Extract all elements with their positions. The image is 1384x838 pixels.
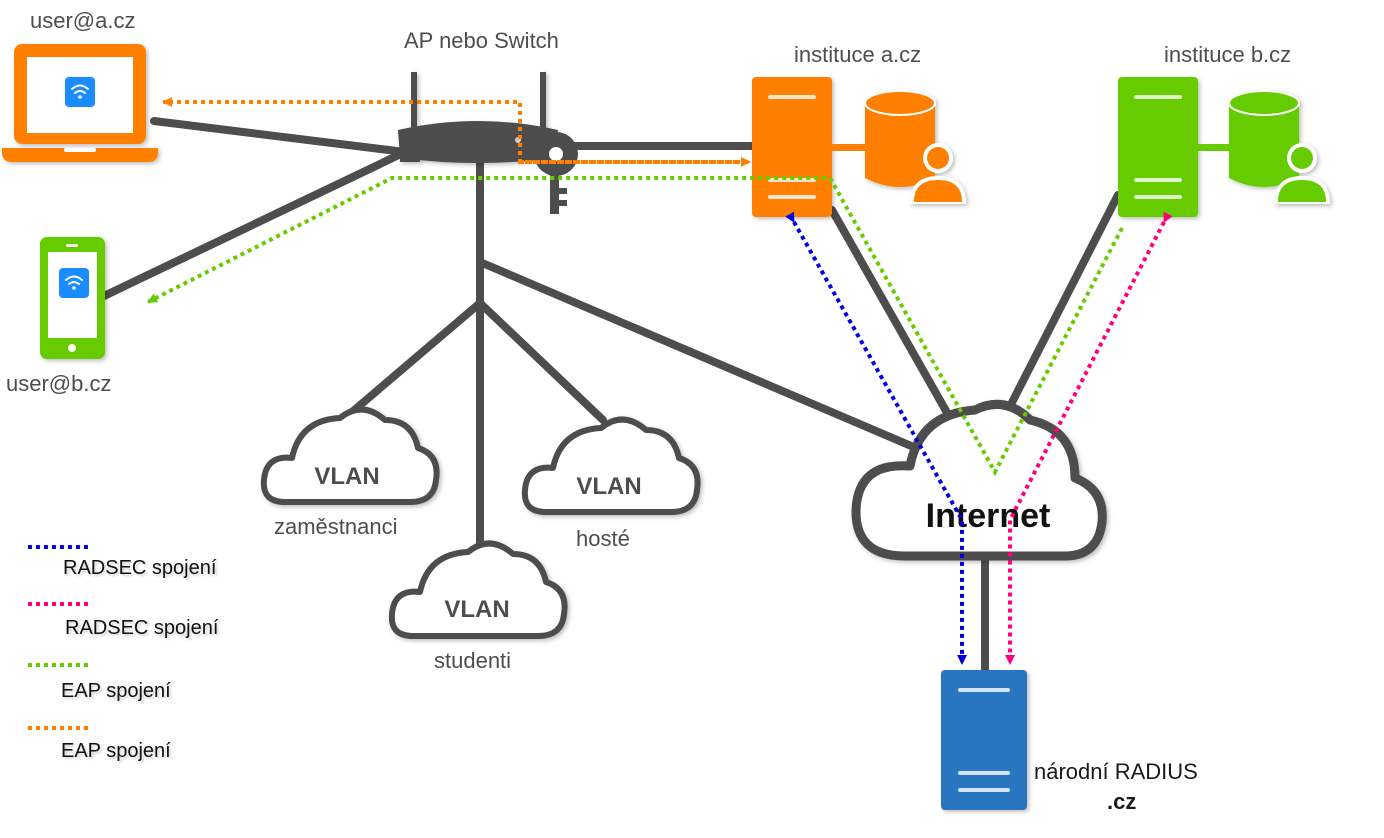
ap-label: AP nebo Switch [404, 28, 559, 53]
database-user-icon [864, 90, 966, 204]
user-a-label: user@a.cz [30, 8, 136, 33]
legend [28, 545, 90, 730]
vlan-label: VLAN [576, 473, 641, 500]
link-laptop-ap [150, 117, 409, 156]
key-icon [534, 132, 578, 214]
link-vlan-zamestnanci [348, 299, 484, 416]
cloud-icon [388, 540, 568, 639]
radius-label: národní RADIUS [1034, 759, 1198, 784]
database-user-icon [1228, 90, 1330, 204]
link-trunk-internet [476, 258, 934, 458]
legend-label-eap-orange: EAP spojení [61, 740, 171, 762]
server-icon [752, 77, 832, 217]
internet-label: Internet [926, 497, 1051, 535]
link-vlan-hoste [476, 299, 607, 424]
vlan-label: VLAN [444, 596, 509, 623]
wifi-icon [65, 77, 95, 107]
vlan-name-hoste: hosté [576, 526, 630, 551]
legend-label-radsec-blue: RADSEC spojení [63, 557, 217, 579]
institution-b-label: instituce b.cz [1164, 42, 1292, 67]
vlan-name-studenti: studenti [434, 648, 512, 673]
link-phone-ap [100, 148, 409, 300]
link-inst-b-internet [999, 191, 1122, 424]
server-icon [1118, 77, 1198, 217]
user-b-label: user@b.cz [6, 371, 112, 396]
wifi-icon [59, 268, 89, 298]
server-icon [941, 670, 1027, 810]
radius-domain-label: .cz [1107, 789, 1137, 814]
cloud-icon [521, 416, 701, 515]
cloud-icon [260, 406, 440, 505]
institution-a-label: instituce a.cz [794, 42, 922, 67]
radsec-flow-a [785, 211, 967, 665]
router-icon [398, 72, 558, 163]
legend-label-eap-green: EAP spojení [61, 680, 171, 702]
legend-label-radsec-pink: RADSEC spojení [65, 617, 219, 639]
vlan-label: VLAN [314, 463, 379, 490]
vlan-name-zamestnanci: zaměstnanci [274, 514, 398, 539]
